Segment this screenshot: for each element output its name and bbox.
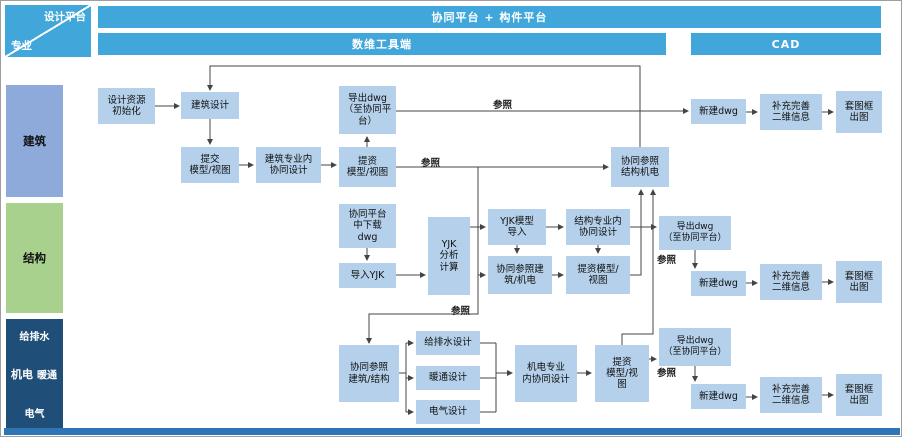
flow-box-struct-tizi: 提资模型/ 视图 (566, 256, 630, 294)
rail-mep-sub-electric: 电气 (24, 409, 45, 420)
flow-box-struct-frame-out: 套图框 出图 (836, 261, 882, 303)
rail-structure: 结构 (6, 203, 63, 313)
flow-box-arch-submit: 提交 模型/视图 (181, 147, 239, 183)
flow-box-mep-plumbing: 给排水设计 (416, 331, 480, 355)
flow-box-struct-yjk-calc: YJK 分析 计算 (428, 217, 470, 295)
ref-label-arch-cad: 参照 (493, 100, 513, 111)
flow-box-arch-new-dwg: 新建dwg (691, 99, 746, 124)
footer-bar (4, 428, 900, 435)
flow-box-arch-frame-out: 套图框 出图 (836, 91, 882, 133)
flow-box-struct-co-ref: 协同参照建 筑/机电 (488, 256, 552, 294)
rail-architecture: 建筑 (6, 85, 63, 197)
flow-box-struct-export-dwg: 导出dwg （至协同平台） (659, 216, 731, 250)
flow-box-struct-collab: 结构专业内 协同设计 (566, 209, 630, 245)
flow-box-mep-new-dwg: 新建dwg (691, 384, 746, 409)
corner-discipline-label: 专业 (11, 40, 32, 52)
ref-label-mep-in: 参照 (451, 306, 471, 317)
flow-box-struct-download: 协同平台 中下载 dwg (339, 204, 396, 248)
flow-box-mep-electric: 电气设计 (416, 400, 480, 424)
flow-box-arch-tizi: 提资 模型/视图 (339, 147, 396, 187)
ref-label-struct-cad: 参照 (657, 255, 677, 266)
corner-platform-label: 设计平台 (44, 11, 86, 23)
flow-box-arch-collab: 建筑专业内 协同设计 (256, 147, 321, 183)
flow-box-arch-init: 设计资源 初始化 (98, 88, 155, 124)
flow-box-mep-frame-out: 套图框 出图 (836, 374, 882, 416)
flow-box-mep-hvac: 暖通设计 (416, 366, 480, 390)
flow-box-mep-co-ref: 协同参照 建筑/结构 (339, 345, 399, 402)
platform-header-bar: 协同平台 + 构件平台 (98, 6, 881, 28)
flow-box-arch-export-dwg: 导出dwg （至协同平 台） (339, 86, 396, 134)
flow-box-mep-supplement: 补充完善 二维信息 (760, 377, 822, 413)
flow-box-arch-co-ref: 协同参照 结构机电 (611, 147, 669, 187)
ref-label-mep-cad: 参照 (657, 368, 677, 379)
flow-box-mep-collab: 机电专业 内协同设计 (515, 345, 577, 402)
rail-mep-label: 机电 (11, 368, 33, 381)
flow-box-struct-supplement: 补充完善 二维信息 (760, 264, 822, 300)
rail-mep-sub-hvac: 暖通 (37, 370, 57, 382)
tool-header-bar: 数维工具端 (98, 33, 666, 55)
ref-label-arch-tizi: 参照 (421, 158, 441, 169)
flow-box-struct-new-dwg: 新建dwg (691, 271, 746, 296)
corner-cell: 设计平台 专业 (5, 5, 91, 57)
flow-box-arch-design: 建筑设计 (181, 92, 239, 119)
flow-box-mep-tizi: 提资 模型/视 图 (595, 345, 649, 402)
flow-box-struct-yjk-import: YJK模型 导入 (488, 209, 546, 245)
flow-box-mep-export-dwg: 导出dwg （至协同平台） (659, 328, 731, 366)
rail-mep-sub-plumbing: 给排水 (19, 332, 50, 343)
cad-header-bar: CAD (691, 33, 881, 55)
flow-box-struct-import-yjk: 导入YJK (339, 263, 396, 288)
flow-box-arch-supplement: 补充完善 二维信息 (760, 94, 822, 130)
rail-mep: 给排水 机电 暖通 电气 (6, 319, 63, 429)
